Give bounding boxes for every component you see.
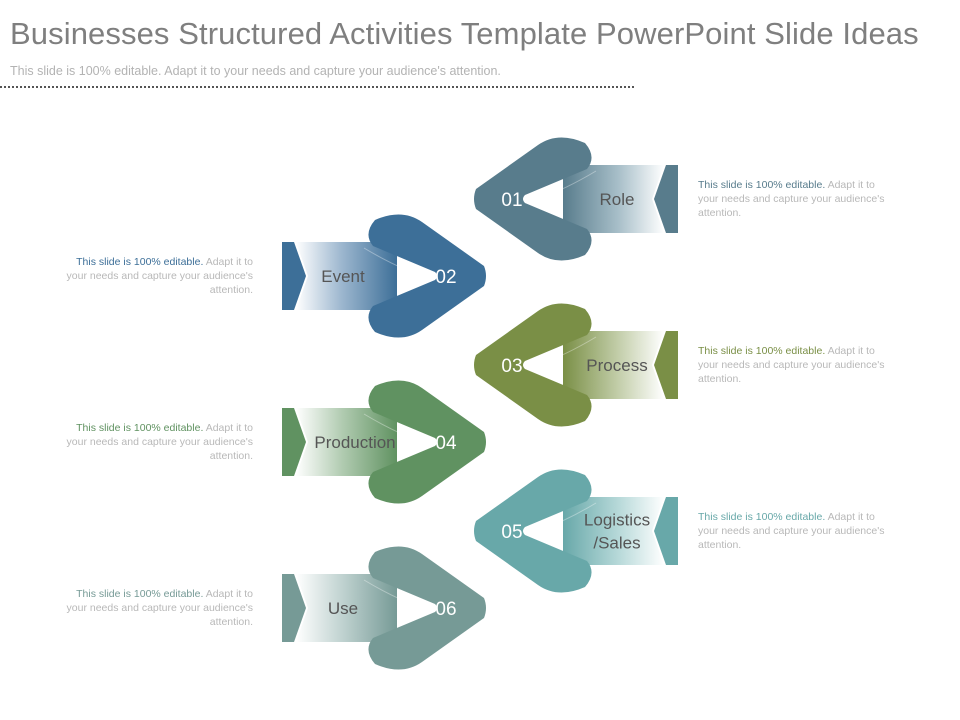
step-05-logistics-sales: 05 Logistics/Sales xyxy=(474,469,678,593)
slide-title: Businesses Structured Activities Templat… xyxy=(10,16,919,51)
highlight-line xyxy=(537,170,597,200)
band-tail xyxy=(282,574,306,642)
step-number: 01 xyxy=(501,190,522,211)
band-tail xyxy=(654,331,678,399)
step-number: 02 xyxy=(435,267,456,288)
step-number: 05 xyxy=(501,522,522,543)
step-label: Use xyxy=(328,599,358,618)
chevron-head xyxy=(474,303,592,427)
chevron-head xyxy=(474,469,592,593)
description-highlight: This slide is 100% editable. xyxy=(76,588,204,600)
step-label: Process xyxy=(586,356,647,375)
band-tail xyxy=(282,242,306,310)
highlight-line xyxy=(363,247,423,277)
chevron-head xyxy=(368,546,486,670)
description-text: Adapt it to your needs and capture your … xyxy=(66,422,253,462)
slide-subtitle: This slide is 100% editable. Adapt it to… xyxy=(10,64,501,78)
highlight-line xyxy=(363,413,423,443)
description-role: This slide is 100% editable. Adapt it to… xyxy=(698,178,890,220)
step-02-event: 02 Event xyxy=(282,214,486,338)
description-text: Adapt it to your needs and capture your … xyxy=(66,256,253,296)
description-highlight: This slide is 100% editable. xyxy=(698,179,826,191)
description-highlight: This slide is 100% editable. xyxy=(76,422,204,434)
chevron-head xyxy=(474,137,592,261)
description-highlight: This slide is 100% editable. xyxy=(76,256,204,268)
description-text: Adapt it to your needs and capture your … xyxy=(698,345,885,385)
description-use: This slide is 100% editable. Adapt it to… xyxy=(62,587,253,629)
band-tail xyxy=(282,408,306,476)
band-tail xyxy=(654,165,678,233)
label-band xyxy=(296,408,397,476)
dotted-divider xyxy=(0,86,634,88)
label-band xyxy=(296,574,397,642)
step-03-process: 03 Process xyxy=(474,303,678,427)
label-band xyxy=(563,165,664,233)
step-label: Event xyxy=(321,267,365,286)
step-label: Production xyxy=(314,433,395,452)
chevron-head xyxy=(368,380,486,504)
band-tail xyxy=(654,497,678,565)
step-06-use: 06 Use xyxy=(282,546,486,670)
highlight-line xyxy=(537,336,597,366)
step-label: Logistics/Sales xyxy=(584,511,650,553)
description-text: Adapt it to your needs and capture your … xyxy=(698,179,885,219)
label-band xyxy=(563,331,664,399)
description-logistics-sales: This slide is 100% editable. Adapt it to… xyxy=(698,510,890,552)
chevron-head xyxy=(368,214,486,338)
label-band xyxy=(563,497,664,565)
step-number: 06 xyxy=(435,599,456,620)
description-highlight: This slide is 100% editable. xyxy=(698,345,826,357)
highlight-line xyxy=(363,579,423,609)
description-highlight: This slide is 100% editable. xyxy=(698,511,826,523)
highlight-line xyxy=(537,502,597,532)
description-text: Adapt it to your needs and capture your … xyxy=(698,511,885,551)
description-process: This slide is 100% editable. Adapt it to… xyxy=(698,344,890,386)
description-text: Adapt it to your needs and capture your … xyxy=(66,588,253,628)
step-number: 04 xyxy=(435,433,457,454)
label-band xyxy=(296,242,397,310)
step-label: Role xyxy=(600,190,635,209)
step-number: 03 xyxy=(501,356,522,377)
description-event: This slide is 100% editable. Adapt it to… xyxy=(62,255,253,297)
step-01-role: 01 Role xyxy=(474,137,678,261)
description-production: This slide is 100% editable. Adapt it to… xyxy=(62,421,253,463)
step-04-production: 04 Production xyxy=(282,380,486,504)
